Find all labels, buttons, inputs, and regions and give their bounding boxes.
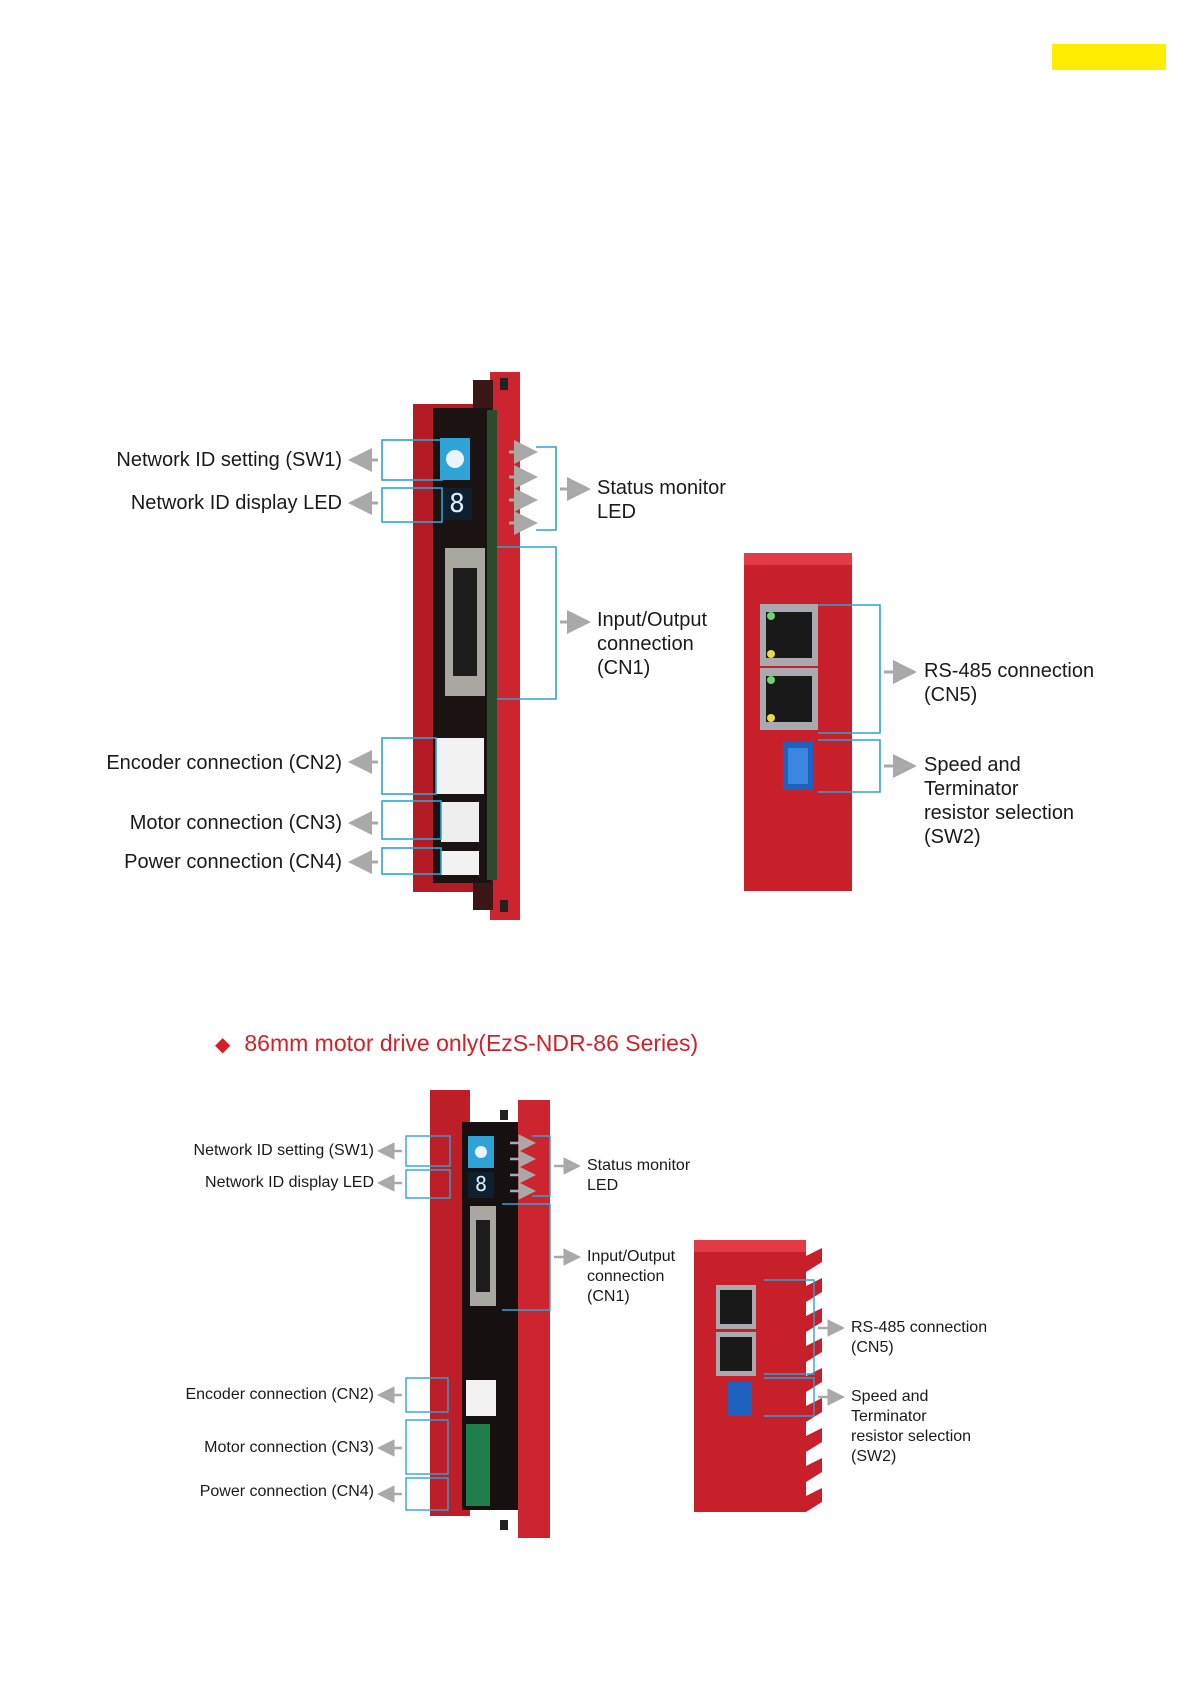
left-callouts-1 bbox=[381, 439, 443, 875]
label-status-monitor: Status monitor LED bbox=[597, 477, 726, 523]
label-network-id-display: Network ID display LED bbox=[130, 492, 342, 514]
left-arrows-2 bbox=[377, 1142, 402, 1503]
power-connector bbox=[441, 851, 479, 875]
encoder-connector bbox=[436, 738, 484, 794]
encoder-connector-2 bbox=[466, 1380, 496, 1416]
label-encoder-connection: Encoder connection (CN2) bbox=[106, 752, 342, 774]
side-brackets-1 bbox=[818, 604, 881, 793]
drive-front-view: 8 bbox=[413, 372, 520, 920]
right-brackets-2 bbox=[502, 1135, 551, 1311]
label-io-connection: Input/Output connection (CN1) bbox=[597, 609, 708, 679]
side-brackets-2 bbox=[764, 1279, 815, 1417]
label-network-id-setting: Network ID setting (SW1) bbox=[116, 449, 342, 471]
label-power-connection: Power connection (CN4) bbox=[124, 851, 342, 873]
right-brackets-1 bbox=[497, 446, 557, 700]
label2-status-monitor: Status monitor LED bbox=[587, 1157, 691, 1194]
right-arrows-2 bbox=[554, 1157, 581, 1266]
section-title-86mm: ◆86mm motor drive only(EzS-NDR-86 Series… bbox=[215, 1030, 699, 1056]
led-digit: 8 bbox=[449, 489, 465, 519]
led-digit-2: 8 bbox=[475, 1172, 487, 1196]
label2-motor-connection: Motor connection (CN3) bbox=[204, 1439, 374, 1456]
status-led-arrows-2 bbox=[510, 1134, 536, 1200]
label-rs485: RS-485 connection (CN5) bbox=[924, 660, 1095, 706]
drive2-side-view bbox=[694, 1240, 822, 1512]
side-arrows-1 bbox=[884, 660, 917, 778]
led-display-2 bbox=[468, 1172, 494, 1198]
label2-network-id-setting: Network ID setting (SW1) bbox=[193, 1142, 374, 1159]
led-display bbox=[442, 488, 472, 520]
status-led-arrows-1 bbox=[509, 440, 538, 535]
label2-io-connection: Input/Output connection (CN1) bbox=[587, 1248, 676, 1305]
label2-network-id-display: Network ID display LED bbox=[205, 1174, 374, 1191]
terminal-block-2 bbox=[466, 1424, 490, 1506]
drive-side-view bbox=[744, 553, 852, 891]
motor-connector bbox=[441, 802, 479, 842]
left-callouts-2 bbox=[405, 1135, 451, 1511]
label2-rs485: RS-485 connection (CN5) bbox=[851, 1319, 988, 1356]
left-arrows-1 bbox=[348, 448, 378, 874]
label2-encoder-connection: Encoder connection (CN2) bbox=[185, 1386, 374, 1403]
highlight-mark bbox=[1052, 44, 1166, 70]
diamond-bullet-icon: ◆ bbox=[215, 1034, 231, 1056]
side-arrows-2 bbox=[818, 1319, 845, 1406]
label-motor-connection: Motor connection (CN3) bbox=[129, 812, 342, 834]
dip-switch-2 bbox=[728, 1382, 752, 1416]
label-speed-terminator: Speed and Terminator resistor selection … bbox=[924, 754, 1075, 848]
label2-power-connection: Power connection (CN4) bbox=[199, 1483, 374, 1500]
right-arrows-1 bbox=[560, 477, 591, 634]
label2-speed-terminator: Speed and Terminator resistor selection … bbox=[851, 1388, 972, 1465]
